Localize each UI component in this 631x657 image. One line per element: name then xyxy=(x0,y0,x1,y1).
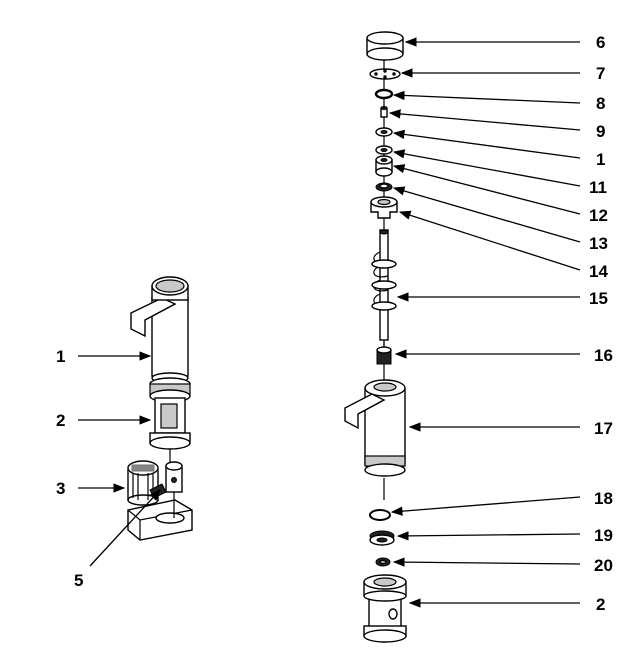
callout-right-14: 14 xyxy=(589,262,608,281)
part-9-screw xyxy=(380,106,388,118)
callout-right-12: 12 xyxy=(589,206,608,225)
callout-right-9: 9 xyxy=(596,122,605,141)
part-18-o-ring xyxy=(369,509,391,521)
leader-right-11 xyxy=(392,149,581,187)
part-17-housing xyxy=(344,379,406,500)
callout-right-20: 20 xyxy=(594,556,613,575)
right-assembly: 6 7 8 9 1 11 12 13 14 15 16 17 18 19 20 … xyxy=(344,31,613,643)
leader-right-1 xyxy=(392,129,581,159)
callout-left-5: 5 xyxy=(74,571,83,590)
leader-right-8 xyxy=(392,90,581,104)
leader-right-14 xyxy=(398,210,581,271)
part-2-lower-body xyxy=(363,574,407,643)
part-3-base-knob xyxy=(127,460,193,541)
callout-right-16: 16 xyxy=(594,346,613,365)
leader-right-20 xyxy=(392,557,581,567)
callout-right-6: 6 xyxy=(596,33,605,52)
callout-right-15: 15 xyxy=(589,289,608,308)
part-20-washer xyxy=(375,557,391,567)
leader-right-18 xyxy=(390,496,581,516)
part-16-nut xyxy=(376,346,392,380)
callout-right-11: 11 xyxy=(589,178,607,197)
part-1-washer xyxy=(375,127,393,137)
callout-right-18: 18 xyxy=(594,489,613,508)
part-7-disc xyxy=(369,68,401,80)
callout-right-8: 8 xyxy=(596,94,605,113)
callout-left-2: 2 xyxy=(56,411,65,430)
part-11-washer xyxy=(375,145,393,155)
leader-left-5 xyxy=(89,489,161,567)
callout-right-7: 7 xyxy=(596,64,605,83)
part-6-cap xyxy=(366,31,404,61)
callout-right-13: 13 xyxy=(589,234,608,253)
callout-right-17: 17 xyxy=(594,419,613,438)
part-13-bearing xyxy=(375,182,393,192)
left-assembly: 1 2 3 5 xyxy=(56,276,193,590)
leader-right-9 xyxy=(388,109,581,131)
part-19-seal xyxy=(369,530,395,546)
part-12-nut xyxy=(375,155,393,177)
leader-right-13 xyxy=(392,186,581,243)
part-1-handle-body xyxy=(130,276,189,384)
part-2-lower-cartridge xyxy=(149,377,191,465)
leader-right-19 xyxy=(396,531,581,541)
part-15-stem xyxy=(371,229,397,348)
callout-right-19: 19 xyxy=(594,526,613,545)
callout-left-1: 1 xyxy=(56,347,65,366)
part-14-collar xyxy=(370,196,398,219)
callout-left-3: 3 xyxy=(56,479,65,498)
callout-right-1: 1 xyxy=(596,150,605,169)
part-8-ring xyxy=(374,88,394,100)
callout-right-2: 2 xyxy=(596,595,605,614)
leader-right-12 xyxy=(392,164,581,215)
